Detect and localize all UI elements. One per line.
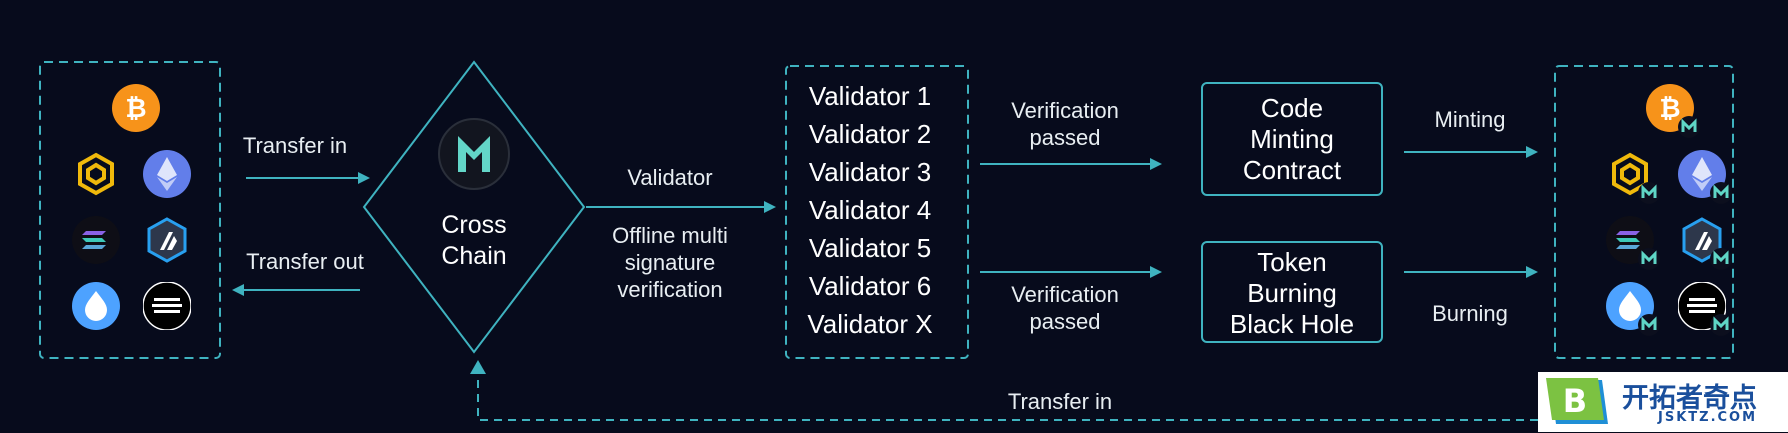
solana-icon	[72, 216, 120, 264]
aptos-icon	[143, 282, 191, 330]
bitcoin-icon: ₿	[1646, 84, 1700, 138]
burning-black-hole-label: Token Burning Black Hole	[1229, 247, 1355, 339]
bitcoin-icon: ₿	[112, 84, 160, 132]
sui-icon	[72, 282, 120, 330]
validator-item: Validator X	[807, 309, 933, 339]
bnb-icon	[1606, 150, 1660, 204]
m-badge-icon	[1710, 248, 1732, 270]
aptos-icon	[1678, 282, 1732, 336]
burning-label: Burning	[1432, 301, 1508, 326]
bnb-icon	[72, 150, 120, 198]
transfer-out-label: Transfer out	[246, 249, 364, 274]
validators-panel	[785, 65, 969, 359]
validator-item: Validator 6	[808, 271, 932, 301]
transfer-in-label: Transfer in	[242, 133, 348, 158]
offline-verification-caption: Offline multi signature verification	[612, 223, 728, 302]
m-logo-icon	[438, 118, 510, 190]
target-chains-panel	[1554, 65, 1734, 359]
m-badge-icon	[1638, 182, 1660, 204]
verification-passed-top: Verification passed	[1011, 98, 1119, 150]
watermark-banner: B 开拓者奇点 JSKTZ.COM	[1538, 372, 1788, 432]
watermark-logo-icon: B	[1544, 376, 1614, 428]
validator-item: Validator 5	[808, 233, 932, 263]
ethereum-icon	[143, 150, 191, 198]
m-badge-icon	[1710, 314, 1732, 336]
svg-text:B: B	[1563, 382, 1587, 420]
sui-icon	[1606, 282, 1660, 336]
solana-icon	[1606, 216, 1660, 270]
minting-contract-box	[1201, 82, 1383, 196]
source-chains-panel	[39, 61, 221, 359]
validator-item: Validator 1	[808, 81, 932, 111]
m-badge-icon	[1678, 116, 1700, 138]
cross-chain-diamond	[362, 60, 586, 354]
watermark-name: 开拓者奇点	[1622, 383, 1757, 414]
svg-text:₿: ₿	[125, 94, 146, 124]
return-transfer-in-label: Transfer in	[1007, 389, 1113, 414]
minting-label: Minting	[1434, 107, 1506, 132]
watermark-site: JSKTZ.COM	[1658, 410, 1758, 425]
validator-item: Validator 2	[808, 119, 932, 149]
validator-label: Validator	[627, 165, 713, 190]
arbitrum-icon	[143, 216, 191, 264]
ethereum-icon	[1678, 150, 1732, 204]
m-badge-icon	[1638, 314, 1660, 336]
m-badge-icon	[1710, 182, 1732, 204]
burning-black-hole-box	[1201, 241, 1383, 343]
svg-text:₿: ₿	[1659, 94, 1680, 124]
verification-passed-bottom: Verification passed	[1011, 282, 1119, 334]
validator-item: Validator 4	[808, 195, 932, 225]
arbitrum-icon	[1678, 216, 1732, 270]
validator-item: Validator 3	[808, 157, 932, 187]
cross-chain-label: Cross Chain	[441, 211, 507, 270]
m-badge-icon	[1638, 248, 1660, 270]
minting-contract-label: Code Minting Contract	[1242, 93, 1342, 185]
